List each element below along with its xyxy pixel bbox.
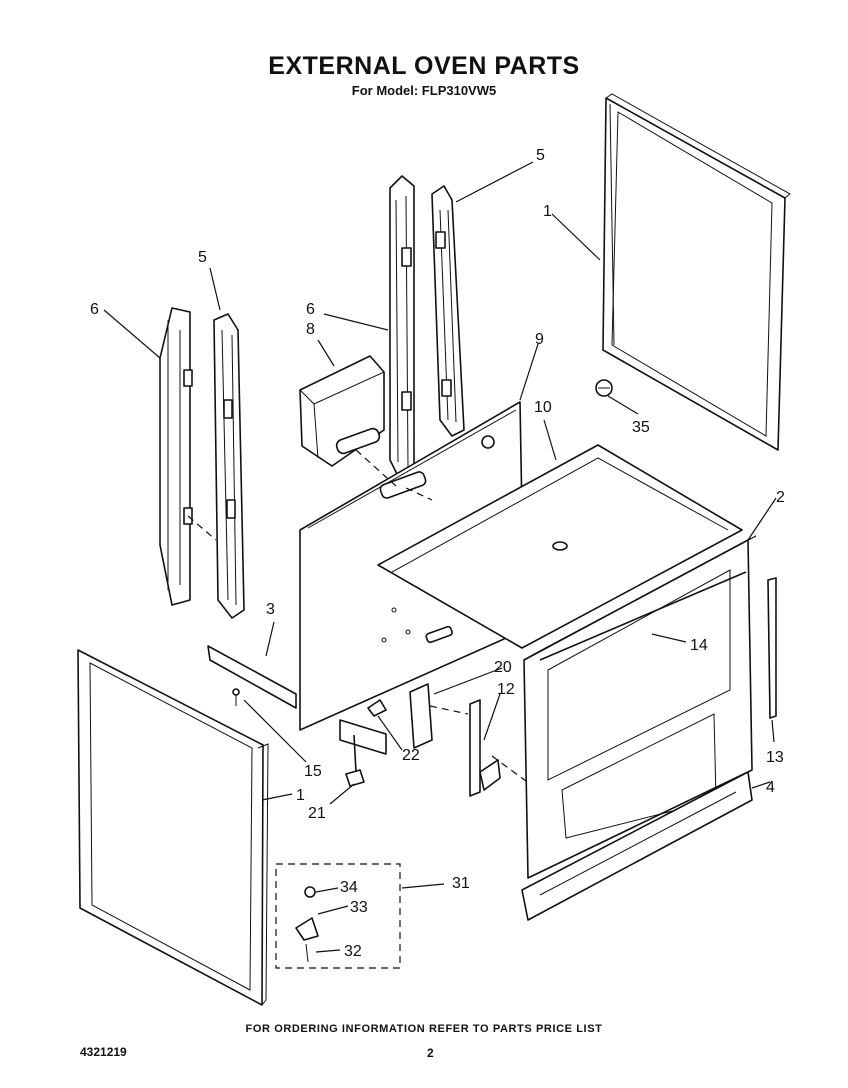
callout-21: 21 bbox=[308, 805, 326, 822]
part-5-left-rail bbox=[213, 313, 245, 619]
callout-20: 20 bbox=[494, 659, 512, 676]
part-22-clip bbox=[367, 699, 387, 717]
callout-22: 22 bbox=[402, 747, 420, 764]
page-number: 2 bbox=[427, 1046, 434, 1060]
callout-9: 9 bbox=[535, 331, 544, 348]
callout-1-top: 1 bbox=[543, 203, 552, 220]
part-10-top-panel bbox=[377, 444, 743, 649]
callout-6-mid: 6 bbox=[306, 301, 315, 318]
callout-15: 15 bbox=[304, 763, 322, 780]
part-20-bracket bbox=[409, 683, 433, 749]
model-subtitle: For Model: FLP310VW5 bbox=[351, 83, 497, 98]
part-21-leveling-leg bbox=[345, 734, 365, 787]
callout-5-right: 5 bbox=[536, 147, 545, 164]
part-5-right-rail bbox=[431, 185, 465, 437]
callout-4: 4 bbox=[766, 779, 775, 796]
alignment-line bbox=[187, 515, 217, 541]
alignment-line bbox=[491, 755, 531, 785]
callout-14: 14 bbox=[690, 637, 708, 654]
callout-10: 10 bbox=[534, 399, 552, 416]
part-13-vertical-strip bbox=[767, 577, 777, 719]
callout-3: 3 bbox=[266, 601, 275, 618]
part-14-trim-strip bbox=[539, 571, 747, 661]
part-6-left-trim bbox=[159, 307, 193, 606]
callout-5-left: 5 bbox=[198, 249, 207, 266]
part-1-right-side-panel bbox=[602, 93, 791, 451]
part-15-screw bbox=[232, 688, 240, 706]
alignment-line bbox=[355, 449, 397, 487]
page-title: EXTERNAL OVEN PARTS bbox=[268, 52, 580, 80]
part-3-bottom-rail bbox=[207, 645, 387, 755]
callout-1-bottom: 1 bbox=[296, 787, 305, 804]
callout-31: 31 bbox=[452, 875, 470, 892]
part-8-vent-duct bbox=[299, 355, 385, 467]
alignment-line bbox=[429, 705, 469, 715]
callout-6-left: 6 bbox=[90, 301, 99, 318]
callout-34: 34 bbox=[340, 879, 358, 896]
callout-33: 33 bbox=[350, 899, 368, 916]
part-35-bolt bbox=[595, 379, 613, 397]
alignment-line bbox=[405, 487, 433, 501]
document-number: 4321219 bbox=[80, 1045, 127, 1059]
part-12-hinge bbox=[469, 699, 501, 797]
part-1-left-side-panel bbox=[77, 649, 269, 1006]
part-6-mid-trim bbox=[389, 175, 415, 477]
callout-35: 35 bbox=[632, 419, 650, 436]
callout-8: 8 bbox=[306, 321, 315, 338]
kit-31-box bbox=[275, 863, 401, 969]
callout-12: 12 bbox=[497, 681, 515, 698]
callout-13: 13 bbox=[766, 749, 784, 766]
callout-2: 2 bbox=[776, 489, 785, 506]
ordering-note: FOR ORDERING INFORMATION REFER TO PARTS … bbox=[245, 1023, 603, 1035]
part-4-kick-plate bbox=[521, 771, 753, 921]
leader-lines bbox=[103, 161, 777, 953]
callout-32: 32 bbox=[344, 943, 362, 960]
